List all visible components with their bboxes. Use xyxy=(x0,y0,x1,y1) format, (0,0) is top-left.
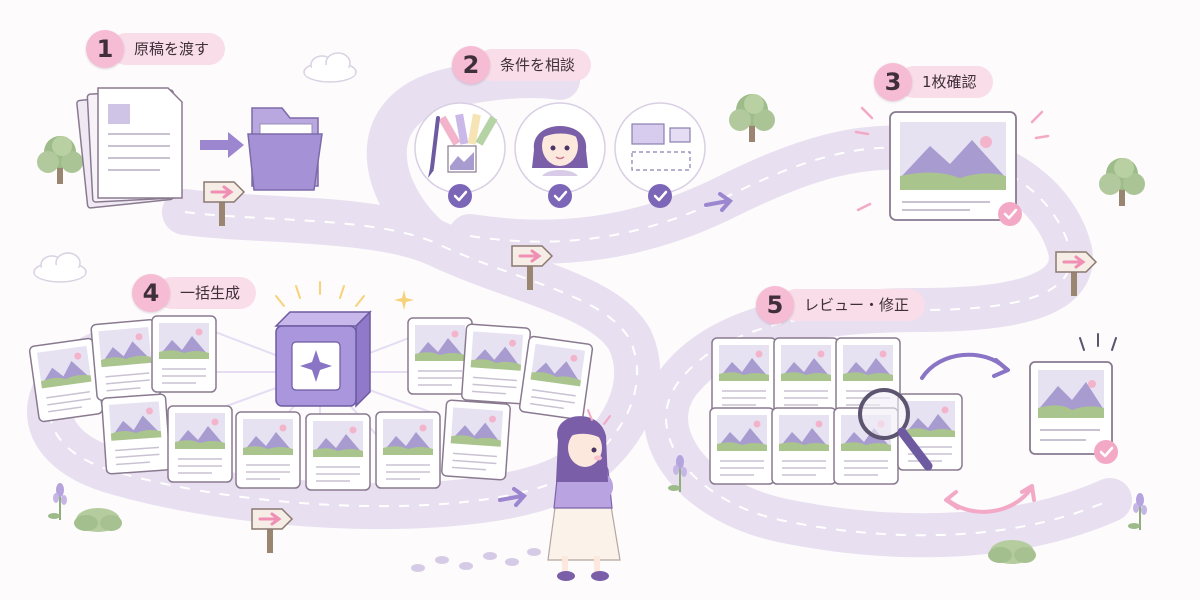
generator-cube-icon xyxy=(274,310,372,408)
check-icon xyxy=(646,182,674,210)
generated-picture xyxy=(460,323,532,405)
step-number: 3 xyxy=(874,63,912,101)
arrow-right-icon xyxy=(704,192,733,212)
tree-icon xyxy=(37,136,83,184)
brush-icon xyxy=(430,116,440,170)
step-4-illustration xyxy=(28,281,594,491)
step-3-illustration xyxy=(854,106,1050,228)
sample-picture-card xyxy=(889,111,1017,221)
step-title: 原稿を渡す xyxy=(110,33,226,65)
lavender-icon xyxy=(47,482,68,521)
layout-blocks-icon xyxy=(631,123,691,171)
sparkle-lines xyxy=(854,106,1050,212)
check-icon xyxy=(996,200,1024,228)
generated-picture xyxy=(518,335,594,421)
footprints xyxy=(411,548,541,572)
generated-picture xyxy=(235,411,301,489)
review-picture xyxy=(771,407,837,485)
step-title: レビュー・修正 xyxy=(780,289,926,321)
generated-picture xyxy=(375,411,441,489)
final-picture-card xyxy=(1029,333,1117,455)
step-2-illustration xyxy=(414,102,706,210)
step-1-label: 1 原稿を渡す xyxy=(86,30,226,68)
generated-picture xyxy=(305,413,371,491)
cloud-icon xyxy=(303,52,357,83)
step-number: 4 xyxy=(132,274,170,312)
step-number: 2 xyxy=(452,46,490,84)
step-5-illustration xyxy=(709,333,1120,514)
sparkle-icon xyxy=(394,290,414,310)
burst-lines xyxy=(275,281,365,307)
step-number: 5 xyxy=(756,286,794,324)
step-5-label: 5 レビュー・修正 xyxy=(756,286,926,324)
bush-icon xyxy=(74,508,122,532)
magnifier-icon xyxy=(858,388,933,471)
review-picture xyxy=(773,337,839,415)
tree-icon xyxy=(1099,158,1145,206)
step-title: 1枚確認 xyxy=(898,66,993,98)
review-picture xyxy=(709,407,775,485)
check-icon xyxy=(446,182,474,210)
generated-picture xyxy=(90,318,162,402)
arrow-right-icon xyxy=(200,132,244,158)
palette-swatches-icon xyxy=(438,113,498,146)
check-icon xyxy=(546,182,574,210)
character-option xyxy=(514,102,606,210)
step-title: 条件を相談 xyxy=(476,49,592,81)
signpost-icon xyxy=(250,507,294,555)
style-option xyxy=(414,102,506,210)
arrow-curve-icon xyxy=(920,352,1007,380)
cloud-icon xyxy=(33,252,87,283)
walking-girl-character xyxy=(411,409,621,581)
step-1-illustration xyxy=(76,87,323,209)
character-face-icon xyxy=(532,126,588,176)
folder-icon xyxy=(247,107,323,191)
generated-picture xyxy=(151,315,217,393)
step-4-label: 4 一括生成 xyxy=(132,274,257,312)
document-stack-icon xyxy=(76,87,183,209)
tree-icon xyxy=(729,94,775,142)
generated-picture xyxy=(167,405,233,483)
layout-option xyxy=(614,102,706,210)
step-2-label: 2 条件を相談 xyxy=(452,46,592,84)
generated-picture xyxy=(440,399,512,481)
review-picture xyxy=(711,337,777,415)
step-3-label: 3 1枚確認 xyxy=(874,63,993,101)
generated-picture xyxy=(100,393,172,475)
step-title: 一括生成 xyxy=(156,277,257,309)
generated-picture xyxy=(28,337,104,423)
step-number: 1 xyxy=(86,30,124,68)
check-icon xyxy=(1092,438,1120,466)
arrow-right-icon xyxy=(498,487,527,507)
